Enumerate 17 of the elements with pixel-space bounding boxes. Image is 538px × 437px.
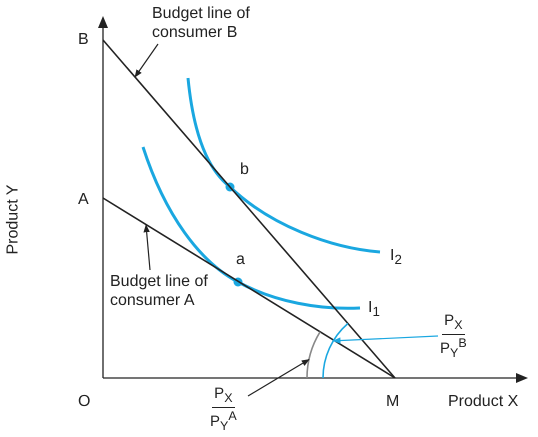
budget-line — [102, 39, 396, 379]
leader-line — [332, 335, 438, 344]
origin-label: O — [78, 392, 90, 411]
axis-title: Product Y — [3, 184, 22, 254]
callout-text: Budget line of consumer B — [152, 4, 282, 42]
curve-label: I$_{1}$ — [368, 298, 380, 322]
point-label: a — [236, 250, 245, 269]
point-label: b — [240, 160, 249, 179]
axis-point-label: M — [386, 392, 400, 411]
leader-line — [143, 224, 151, 270]
callout-text: Budget line of consumer A — [110, 272, 240, 310]
axis-title: Product X — [448, 392, 518, 411]
axis-point-label: A — [78, 190, 89, 209]
axis-point-label: B — [78, 30, 89, 49]
curve-label: I$_{2}$ — [390, 246, 402, 270]
leader-line — [134, 44, 158, 78]
leader-line — [248, 358, 310, 397]
